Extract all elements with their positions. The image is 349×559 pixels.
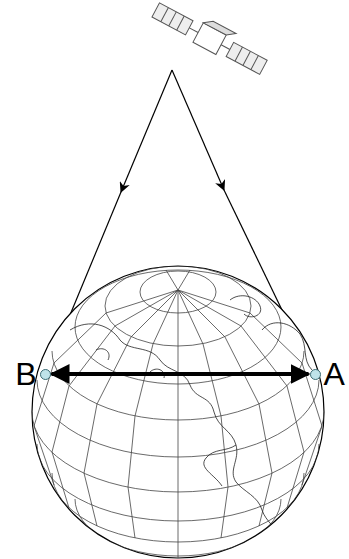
point-label: A <box>324 356 345 392</box>
point-label: B <box>15 356 36 392</box>
satellite <box>151 0 272 77</box>
point-marker <box>310 369 321 380</box>
point-marker <box>40 369 51 380</box>
double-arrow <box>52 372 309 376</box>
globe <box>32 266 324 559</box>
point-node: A <box>310 356 345 392</box>
point-node: B <box>15 356 50 392</box>
coastline <box>70 296 318 540</box>
